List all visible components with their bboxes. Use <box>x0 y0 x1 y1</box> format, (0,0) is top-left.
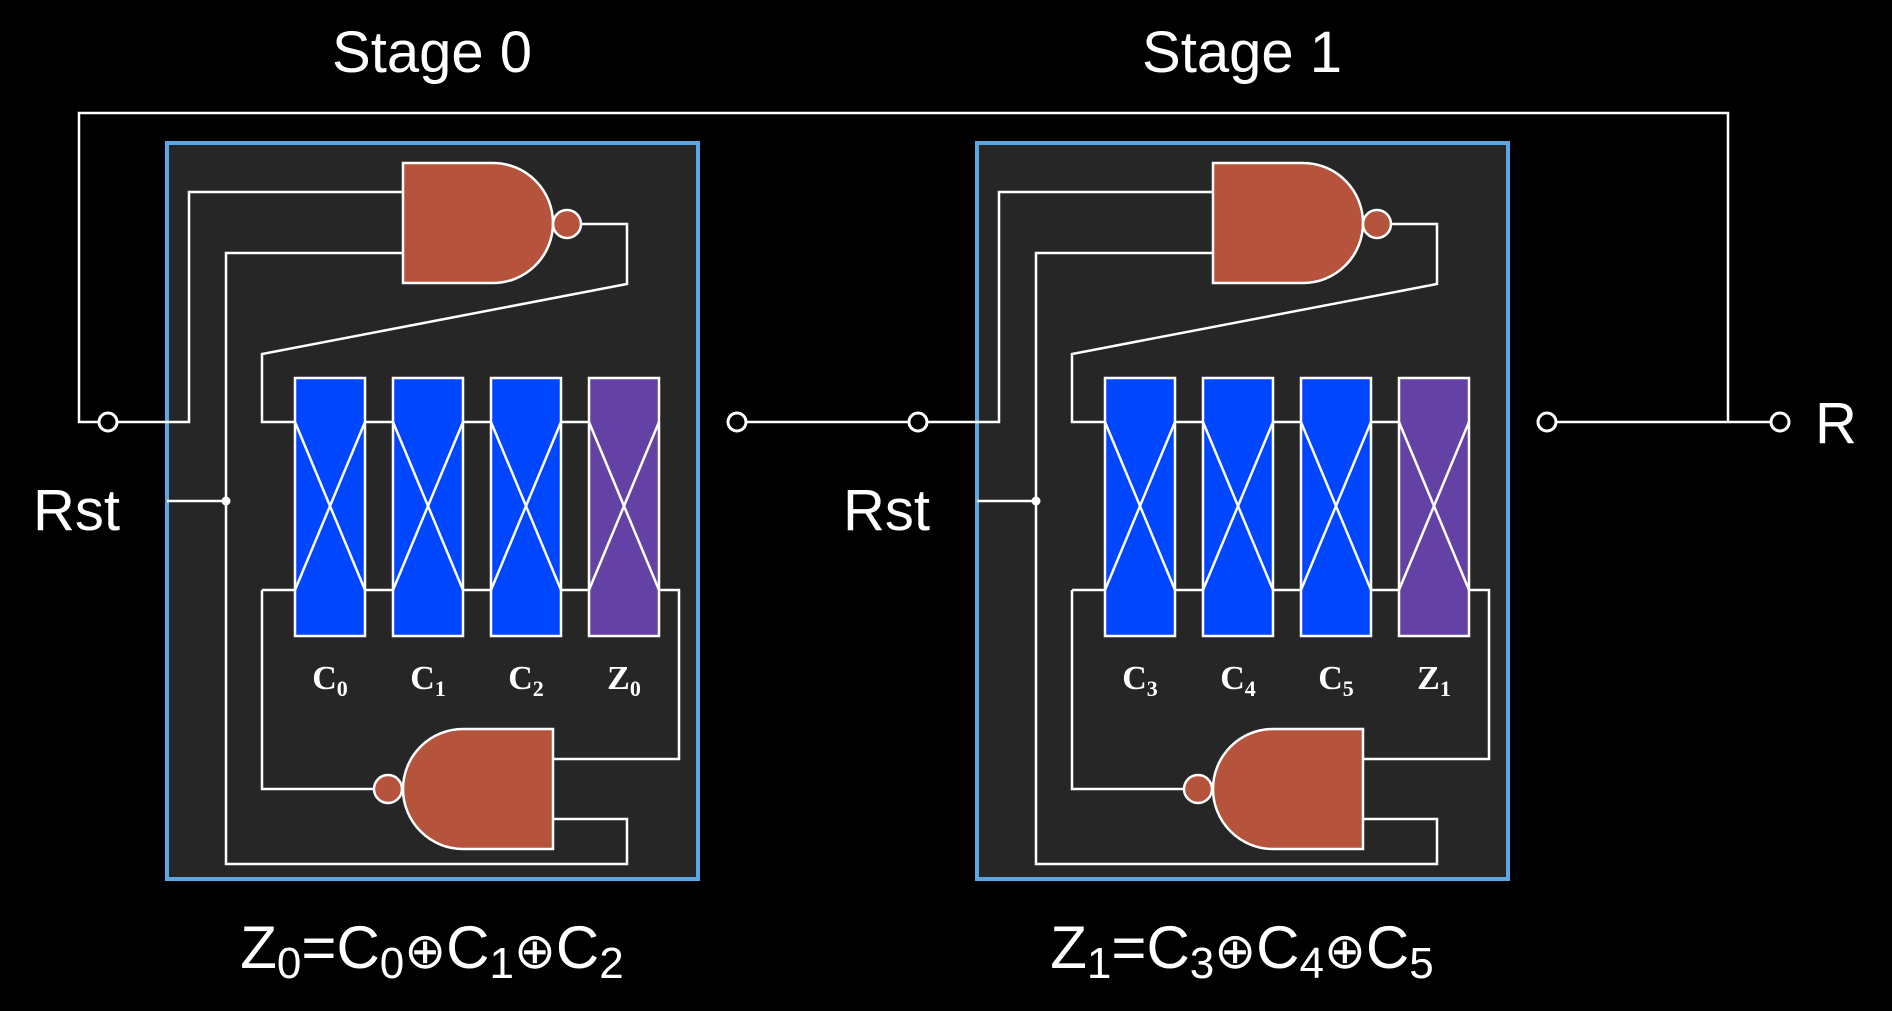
cell-z0: Z0 <box>587 376 661 701</box>
bottom-nand-gate <box>1211 727 1365 851</box>
cell-c1: C1 <box>391 376 465 701</box>
top-nand-bubble <box>551 208 583 240</box>
cell-cross-line <box>1201 421 1275 591</box>
cell-label: Z0 <box>607 660 641 701</box>
internal-wire-1 <box>1034 251 1439 866</box>
cell-cross-line <box>391 421 465 591</box>
bottom-nand-bubble <box>372 773 404 805</box>
stage-title: Stage 1 <box>1142 20 1342 85</box>
top-nand-gate <box>1211 161 1365 285</box>
internal-wire-5 <box>1070 590 1184 791</box>
cell-label: C2 <box>508 660 544 701</box>
stage1-output-terminal <box>1536 411 1558 433</box>
bottom-nand-gate <box>401 727 555 851</box>
output-label: R <box>1815 391 1857 456</box>
stage0-input-terminal <box>97 411 119 433</box>
rst-junction-dot <box>1031 496 1041 506</box>
stage-formula: Z0=C0⊕C1⊕C2 <box>240 914 623 988</box>
internal-wire-1 <box>224 251 629 866</box>
cell-z1: Z1 <box>1397 376 1471 701</box>
top-nand-bubble <box>1361 208 1393 240</box>
cell-c3: C3 <box>1103 376 1177 701</box>
cell-label: C4 <box>1220 660 1256 701</box>
internal-wire-4 <box>262 588 681 761</box>
stage-title: Stage 0 <box>332 20 532 85</box>
output-terminal <box>1769 411 1791 433</box>
bottom-nand-bubble <box>1182 773 1214 805</box>
cell-cross-line <box>293 421 367 591</box>
cell-cross-line <box>1299 421 1373 591</box>
stage1-input-terminal <box>907 411 929 433</box>
cell-label: C1 <box>410 660 446 701</box>
rst-label: Rst <box>33 478 120 543</box>
cell-label: C3 <box>1122 660 1158 701</box>
internal-wire-0 <box>108 190 403 424</box>
cell-cross-line <box>1103 421 1177 591</box>
rst-junction-dot <box>221 496 231 506</box>
rst-label: Rst <box>843 478 930 543</box>
cell-label: C0 <box>312 660 348 701</box>
cell-c0: C0 <box>293 376 367 701</box>
stage0-output-terminal <box>726 411 748 433</box>
feedback-wire <box>77 111 1730 424</box>
cell-c4: C4 <box>1201 376 1275 701</box>
cell-label: Z1 <box>1417 660 1451 701</box>
cell-cross-line <box>1397 421 1471 591</box>
top-nand-gate <box>401 161 555 285</box>
cell-c2: C2 <box>489 376 563 701</box>
cell-cross-line <box>489 421 563 591</box>
cell-label: C5 <box>1318 660 1354 701</box>
stage-formula: Z1=C3⊕C4⊕C5 <box>1050 914 1433 988</box>
cell-cross-line <box>587 421 661 591</box>
internal-wire-4 <box>1072 588 1491 761</box>
internal-wire-5 <box>260 590 374 791</box>
internal-wire-0 <box>918 190 1213 424</box>
cell-c5: C5 <box>1299 376 1373 701</box>
